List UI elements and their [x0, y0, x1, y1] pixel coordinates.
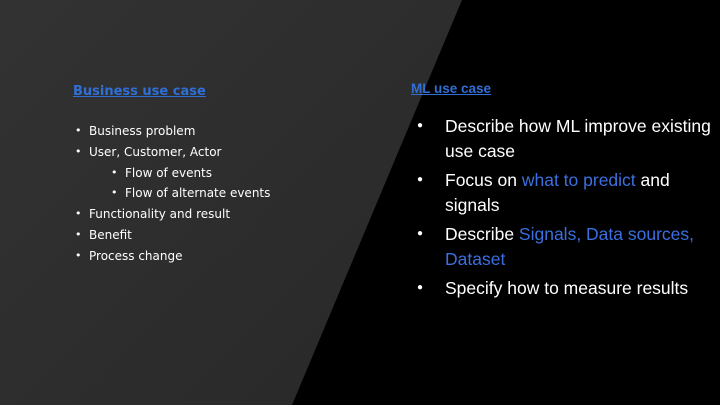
business-use-case-list: Business problem User, Customer, Actor F… — [73, 121, 373, 267]
list-item: User, Customer, Actor — [73, 142, 373, 163]
list-item: Focus on what to predict and signals — [411, 168, 711, 217]
list-item: Functionality and result — [73, 204, 373, 225]
list-item-text: Describe — [445, 224, 519, 244]
list-item: Business problem — [73, 121, 373, 142]
list-item-text: Specify how to measure results — [445, 278, 689, 298]
list-item-text: Describe how ML improve existing use cas… — [445, 116, 711, 161]
sub-list-item: Flow of events — [73, 163, 373, 184]
list-item-text: Focus on — [445, 170, 522, 190]
ml-use-case-heading-link[interactable]: ML use case — [411, 81, 492, 96]
list-item: Benefit — [73, 225, 373, 246]
list-item: Describe Signals, Data sources, Dataset — [411, 222, 711, 271]
list-item: Describe how ML improve existing use cas… — [411, 114, 711, 163]
sub-list-item: Flow of alternate events — [73, 183, 373, 204]
list-item: Process change — [73, 246, 373, 267]
highlighted-text: Signals, Data sources, Dataset — [445, 224, 695, 269]
list-item: Specify how to measure results — [411, 276, 711, 301]
ml-use-case-column: ML use case Describe how ML improve exis… — [411, 80, 711, 306]
list-item-text: and signals — [445, 170, 670, 215]
highlighted-text: what to predict — [521, 170, 636, 190]
ml-use-case-list: Describe how ML improve existing use cas… — [411, 114, 711, 301]
business-use-case-heading-link[interactable]: Business use case — [73, 84, 206, 99]
business-use-case-column: Business use case Business problem User,… — [73, 80, 373, 267]
